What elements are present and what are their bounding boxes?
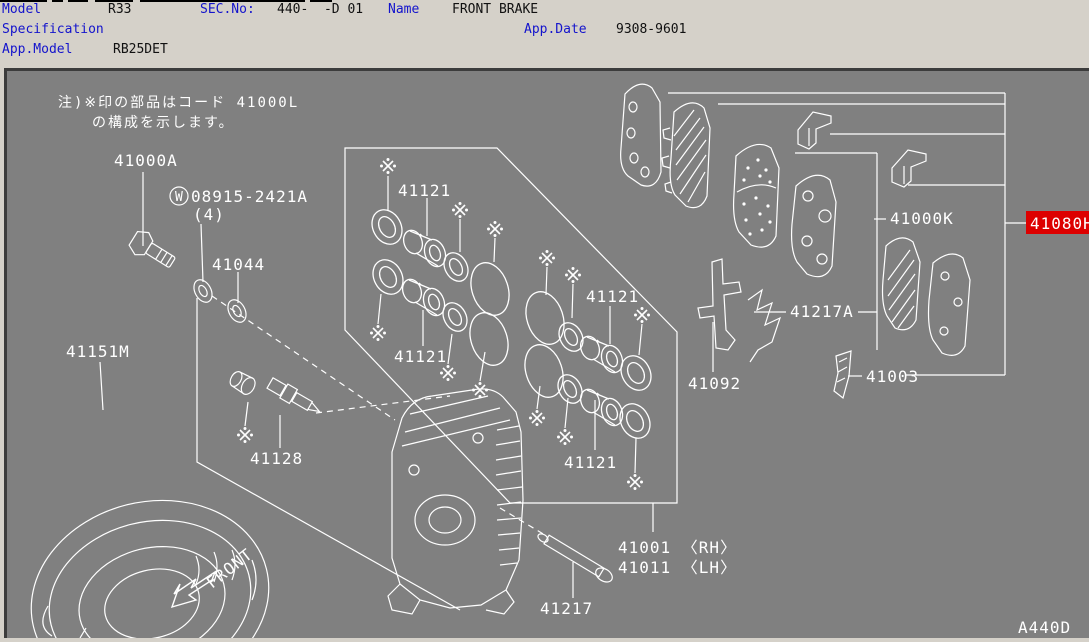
part-label-41000K[interactable]: 41000K <box>890 209 954 228</box>
appdate-label: App.Date <box>524 22 587 37</box>
appmodel-label: App.Model <box>2 42 73 57</box>
line-art <box>30 83 1026 642</box>
part-label-41121[interactable]: 41121 <box>394 347 447 366</box>
part-label-41000A[interactable]: 41000A <box>114 151 178 170</box>
inner-shim-drawing <box>833 350 852 400</box>
parts-illustration-panel: 注)※印の部品はコード 41000L の構成を示します。 <box>4 68 1089 642</box>
front-direction-label: FRONT <box>203 544 257 592</box>
model-value: R33 <box>108 2 132 17</box>
note-line1: 注)※印の部品はコード 41000L <box>58 95 299 111</box>
pad-pin-spring-drawings <box>697 258 782 363</box>
part-label-41003[interactable]: 41003 <box>866 367 919 386</box>
seal-kit-boundary <box>344 147 678 504</box>
header-tick <box>52 0 63 2</box>
part-label-41128[interactable]: 41128 <box>250 449 303 468</box>
note-line2: の構成を示します。 <box>92 115 235 131</box>
header-tick <box>310 0 332 2</box>
part-label-41080H[interactable]: 41080H <box>1030 214 1089 233</box>
secno-value: 440- -D 01 <box>277 2 364 17</box>
header-tick <box>0 0 47 2</box>
drawing-code: A440D <box>1018 618 1071 637</box>
part-label-41121[interactable]: 41121 <box>398 181 451 200</box>
bolt-drawing <box>128 230 176 268</box>
part-label-41217A[interactable]: 41217A <box>790 302 854 321</box>
front-arrow <box>170 570 217 609</box>
part-label-08915-2421A[interactable]: 08915-2421A <box>191 187 308 206</box>
name-label: Name <box>388 2 420 17</box>
part-label-qty: (4) <box>193 205 225 224</box>
pad-shim-drawings <box>620 83 971 356</box>
part-label-41121[interactable]: 41121 <box>564 453 617 472</box>
model-label: Model <box>2 2 42 17</box>
spec-label: Specification <box>2 22 104 37</box>
appdate-value: 9308-9601 <box>616 22 687 37</box>
part-label-41001[interactable]: 41001 〈RH〉 <box>618 538 737 557</box>
header-tick <box>68 0 88 2</box>
circled-w-letter: W <box>175 190 183 205</box>
catalog-header: Model R33 SEC.No: 440- -D 01 Name FRONT … <box>0 0 1089 68</box>
secno-label: SEC.No: <box>200 2 255 17</box>
circled-w-icon <box>169 186 189 206</box>
highlighted-part-41080H[interactable]: 41080H <box>1026 211 1089 234</box>
header-tick <box>95 0 133 2</box>
washer-drawings <box>193 279 247 323</box>
splash-shield-drawing <box>30 499 270 642</box>
pin-bolt-drawing <box>266 376 321 413</box>
part-label-41217[interactable]: 41217 <box>540 599 593 618</box>
front-brake-exploded-diagram: 注)※印の部品はコード 41000L の構成を示します。 <box>30 83 1089 642</box>
header-tick <box>140 0 305 2</box>
small-bolt-drawing <box>229 371 256 395</box>
slide-pin-drawing <box>537 533 613 583</box>
part-label-41092[interactable]: 41092 <box>688 374 741 393</box>
appmodel-value: RB25DET <box>113 42 168 57</box>
part-label-41151M[interactable]: 41151M <box>66 342 130 361</box>
part-label-41044[interactable]: 41044 <box>212 255 265 274</box>
group-boundary <box>196 298 461 611</box>
reference-marks <box>236 157 651 491</box>
name-value: FRONT BRAKE <box>452 2 539 17</box>
part-label-41011[interactable]: 41011 〈LH〉 <box>618 558 737 577</box>
part-label-41121[interactable]: 41121 <box>586 287 639 306</box>
